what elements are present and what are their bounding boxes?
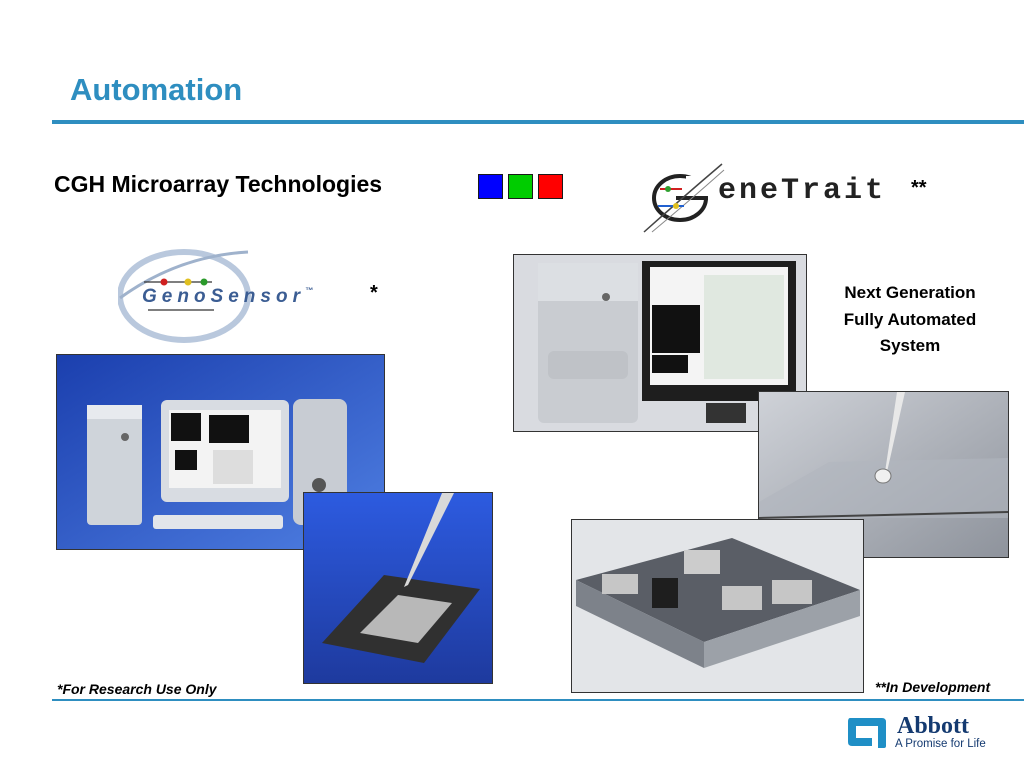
slide-title: Automation — [70, 72, 243, 107]
title-divider — [52, 120, 1024, 124]
caption-line-3: System — [879, 336, 941, 355]
genosensor-logo-text: GenoSensor™ — [142, 286, 313, 307]
genetrait-logo-text: eneTrait — [718, 174, 887, 208]
blue-square-icon — [478, 174, 503, 199]
caption-line-2: Fully Automated — [843, 309, 977, 329]
genetrait-footnote-marker: ** — [911, 177, 927, 199]
genetrait-logo — [642, 158, 904, 236]
research-use-footnote: *For Research Use Only — [57, 681, 217, 697]
slide-subtitle: CGH Microarray Technologies — [54, 171, 383, 197]
genosensor-logo — [117, 246, 370, 346]
in-development-footnote: **In Development — [875, 679, 991, 695]
abbott-logo-name: Abbott — [897, 713, 970, 739]
footer-divider — [52, 699, 1024, 701]
genosensor-footnote-marker: * — [370, 282, 378, 304]
green-square-icon — [508, 174, 533, 199]
next-generation-caption: Next Generation Fully Automated System — [822, 280, 998, 360]
red-square-icon — [538, 174, 563, 199]
abbott-logo-icon — [846, 716, 888, 750]
automated-instrument-photo — [571, 519, 864, 693]
caption-line-1: Next Generation — [844, 283, 976, 302]
abbott-tagline: A Promise for Life — [895, 738, 986, 750]
next-generation-system-photo — [513, 254, 807, 432]
pipette-slide-photo — [303, 492, 493, 684]
